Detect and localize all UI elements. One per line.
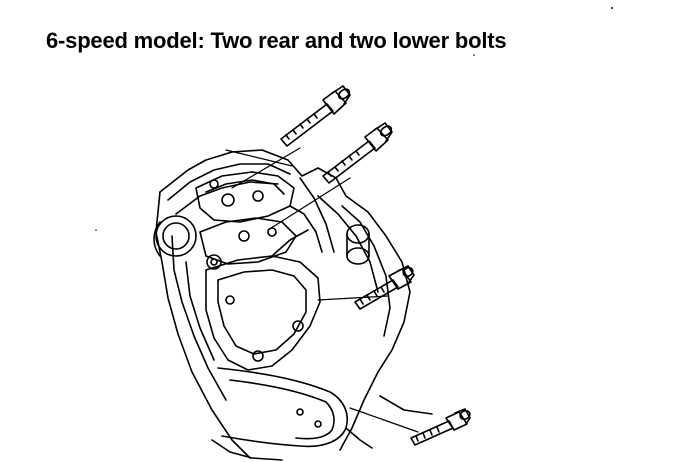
lower-bolt-2 <box>411 409 471 445</box>
transmission-housing <box>156 150 410 458</box>
drain-plug <box>347 225 369 264</box>
scan-dots <box>95 7 613 231</box>
rear-bolt-2 <box>323 123 393 183</box>
lower-bolt-1 <box>355 266 414 309</box>
lower-bracket <box>206 230 320 370</box>
upper-mounting-boss <box>196 172 322 264</box>
output-shaft-seal <box>154 216 196 256</box>
bottom-cover-plate <box>212 368 432 460</box>
rear-bolt-1 <box>281 86 351 146</box>
page-title: 6-speed model: Two rear and two lower bo… <box>46 28 507 53</box>
leader-lines <box>226 148 418 432</box>
